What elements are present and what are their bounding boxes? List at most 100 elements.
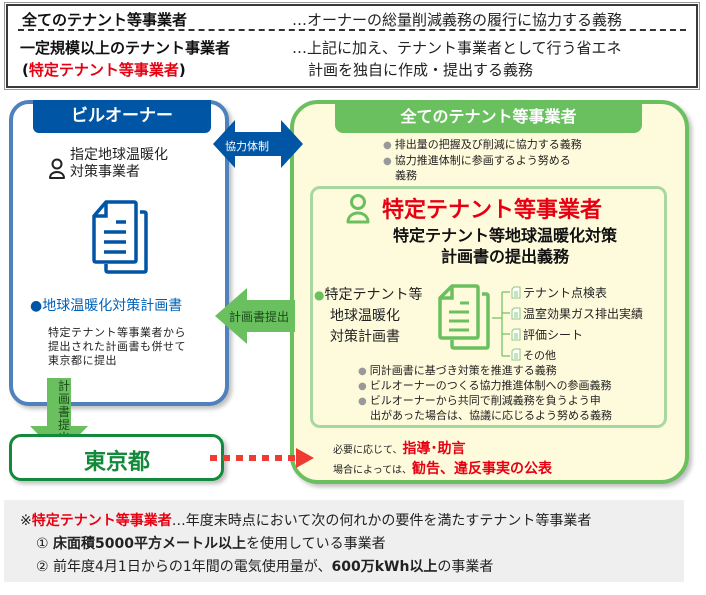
plan-components-connector — [492, 282, 514, 366]
bullet-icon: ● — [30, 298, 43, 314]
specified-plan-line: ●特定テナント等 — [314, 285, 422, 306]
duty-text: ビルオーナーのつくる協力推進体制への参画義務 — [369, 379, 612, 392]
duty-text: 排出量の把握及び削減に協力する義務 — [394, 138, 582, 151]
plan-submission-arrow — [215, 288, 295, 348]
vertical-char: 計 — [57, 379, 70, 393]
duty-item: ●協力推進体制に参画するよう努める — [383, 154, 623, 170]
specified-plan-label: ●特定テナント等 地球温暖化 対策計画書 — [314, 285, 422, 348]
specified-duty-line: 計画書の提出義務 — [440, 247, 569, 266]
guidance-line-1: 必要に応じて、指導･助言 — [333, 440, 552, 460]
legend-term-specified-text: 特定テナント等事業者 — [28, 61, 179, 79]
guidance-emphasis: 勧告、違反事実の公表 — [412, 461, 552, 477]
duty-text: 同計画書に基づき対策を推進する義務 — [369, 364, 557, 377]
specified-plan-line: 対策計画書 — [330, 329, 400, 345]
bullet-icon: ● — [358, 396, 367, 407]
bullet-icon: ● — [358, 366, 367, 377]
item-rest: の事業者 — [437, 559, 494, 575]
specified-plan-line: 地球温暖化 — [330, 308, 400, 324]
specified-tenant-duties: ●同計画書に基づき対策を推進する義務 ●ビルオーナーのつくる協力推進体制への参画… — [358, 364, 658, 423]
guidance-dotted-arrow — [210, 446, 314, 474]
vertical-char: 画 — [57, 392, 70, 406]
tokyo-box — [9, 434, 224, 481]
guidance-prefix: 場合によっては、 — [333, 465, 412, 476]
legend-term-specified: (特定テナント等事業者) — [22, 61, 186, 79]
component-label: 温室効果ガス排出実績 — [523, 307, 644, 321]
person-icon — [345, 193, 371, 229]
specified-tenant-box — [310, 186, 667, 428]
bullet-icon: ● — [383, 140, 392, 151]
item-bold: 床面積5000平方メートル以上 — [53, 536, 246, 552]
footnote-item-1: ① 床面積5000平方メートル以上を使用している事業者 — [36, 533, 386, 553]
component-item: その他 — [511, 347, 556, 364]
guidance-prefix: 必要に応じて、 — [333, 445, 403, 456]
duty-item: ●排出量の把握及び削減に協力する義務 — [383, 138, 623, 154]
bullet-icon: ● — [358, 381, 367, 392]
plan-submission-label: 計画書提出 — [229, 310, 290, 324]
cooperation-double-arrow — [213, 118, 303, 174]
component-item: テナント点検表 — [511, 284, 607, 302]
item-bold: 600万kWh以上 — [331, 559, 438, 575]
designated-line-2: 対策事業者 — [70, 164, 140, 180]
owner-plan-note: 特定テナント等事業者から 提出された計画書も併せて 東京都に提出 — [48, 326, 186, 368]
document-small-icon — [511, 307, 521, 323]
component-label: 評価シート — [523, 328, 584, 342]
guidance-line-2: 場合によっては、勧告、違反事実の公表 — [333, 460, 552, 480]
guidance-emphasis: 指導･助言 — [402, 441, 466, 457]
person-icon — [48, 158, 66, 184]
legend-divider — [18, 29, 686, 31]
duty-text-continued: 義務 — [395, 169, 417, 182]
cooperation-label: 協力体制 — [225, 140, 269, 153]
footnote-term: 特定テナント等事業者 — [31, 513, 172, 529]
legend-desc-all-tenants: …オーナーの総量削減義務の履行に協力する義務 — [292, 11, 623, 29]
specified-tenant-duty: 特定テナント等地球温暖化対策 計画書の提出義務 — [340, 225, 670, 267]
owner-plan-title: ●地球温暖化対策計画書 — [30, 295, 182, 315]
legend-desc-large-1: …上記に加え、テナント事業者として行う省エネ — [292, 39, 622, 57]
owner-plan-note-line: 東京都に提出 — [48, 354, 117, 367]
component-item: 温室効果ガス排出実績 — [511, 305, 643, 323]
legend-term-large-tenants: 一定規模以上のテナント事業者 — [20, 39, 231, 57]
footnote-definition-text: …年度末時点において次の何れかの要件を満たすテナント等事業者 — [171, 513, 592, 529]
designated-business-label: 指定地球温暖化 対策事業者 — [70, 147, 168, 181]
legend-box — [4, 2, 700, 90]
footnote-item-2: ② 前年度4月1日からの1年間の電気使用量が、600万kWh以上の事業者 — [36, 556, 493, 576]
duty-item: ●ビルオーナーから共同で削減義務を負うよう申 — [358, 394, 658, 409]
document-icon — [436, 282, 492, 354]
building-owner-header: ビルオーナー — [33, 100, 211, 133]
guidance-note: 必要に応じて、指導･助言 場合によっては、勧告、違反事実の公表 — [333, 440, 552, 480]
vertical-char: 書 — [57, 405, 70, 419]
component-label: テナント点検表 — [523, 286, 608, 300]
specified-duty-line: 特定テナント等地球温暖化対策 — [392, 226, 617, 245]
document-small-icon — [511, 348, 521, 364]
all-tenants-duties: ●排出量の把握及び削減に協力する義務 ●協力推進体制に参画するよう努める 義務 — [383, 138, 623, 184]
component-label: その他 — [523, 349, 556, 362]
footnote-definition: ※特定テナント等事業者…年度末時点において次の何れかの要件を満たすテナント等事業… — [20, 510, 591, 530]
legend-term-all-tenants: 全てのテナント等事業者 — [22, 11, 188, 29]
item-number: ① — [36, 536, 49, 552]
footnote-box — [4, 500, 684, 582]
duty-item: ●ビルオーナーのつくる協力推進体制への参画義務 — [358, 379, 658, 394]
item-number: ② — [36, 559, 49, 575]
document-icon — [88, 198, 152, 278]
item-prefix: 前年度4月1日からの1年間の電気使用量が、 — [53, 559, 332, 575]
document-small-icon — [511, 286, 521, 302]
component-item: 評価シート — [511, 326, 583, 344]
owner-plan-note-line: 特定テナント等事業者から — [48, 326, 186, 339]
specified-plan-text: 特定テナント等 — [324, 287, 423, 303]
item-rest: を使用している事業者 — [245, 536, 386, 552]
duty-text: 協力推進体制に参画するよう努める — [394, 153, 571, 167]
legend-desc-large-2: 計画を独自に作成・提出する義務 — [308, 61, 534, 79]
duty-text-continued: 出があった場合は、協議に応じるよう努める義務 — [370, 409, 612, 422]
designated-line-1: 指定地球温暖化 — [70, 147, 168, 163]
specified-tenant-title: 特定テナント等事業者 — [382, 198, 603, 223]
owner-plan-title-text: 地球温暖化対策計画書 — [42, 298, 183, 314]
tokyo-label: 東京都 — [84, 450, 151, 475]
duty-item: ●同計画書に基づき対策を推進する義務 — [358, 364, 658, 379]
owner-plan-note-line: 提出された計画書も併せて — [48, 340, 186, 353]
document-small-icon — [511, 328, 521, 344]
all-tenants-header: 全てのテナント等事業者 — [335, 100, 642, 133]
vertical-char: 提 — [57, 418, 70, 432]
tenants-panel — [290, 100, 689, 484]
bullet-icon: ● — [314, 288, 325, 302]
bullet-icon: ● — [383, 155, 392, 167]
footnote-mark: ※ — [20, 513, 32, 529]
